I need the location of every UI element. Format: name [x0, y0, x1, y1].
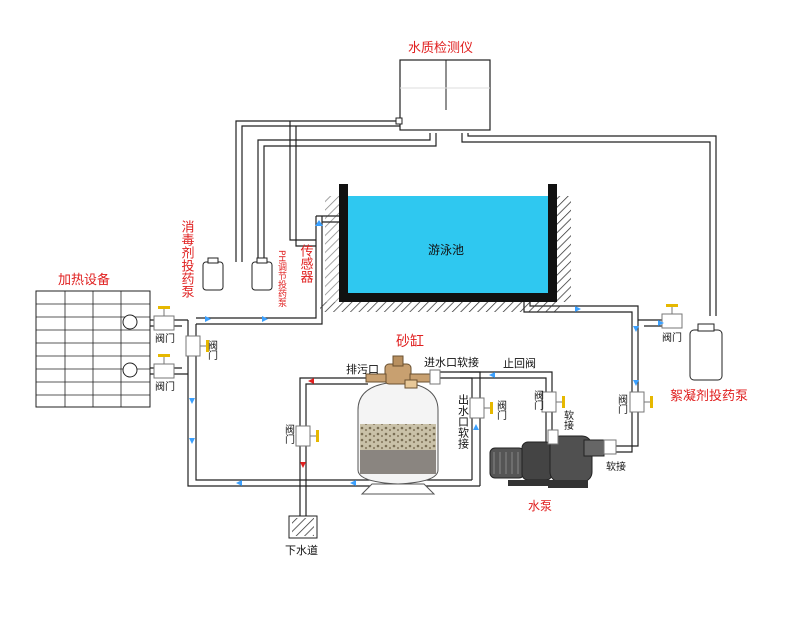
valve-label-bypass: 阀门 — [206, 339, 218, 361]
valve-label-drain: 阀门 — [283, 423, 295, 445]
flow-arrow — [189, 398, 195, 404]
valve-label-heater-bottom: 阀门 — [155, 380, 175, 393]
ph-pump-label: PH调节投药泵 — [276, 250, 287, 307]
valve-label-flocculant: 阀门 — [662, 331, 682, 344]
check-valve-label: 止回阀 — [503, 356, 536, 370]
valve-label-heater-top: 阀门 — [155, 332, 175, 345]
flow-arrows — [189, 220, 664, 486]
valve-bypass — [185, 335, 209, 357]
sand-filter-label: 砂缸 — [396, 333, 424, 350]
valves — [153, 304, 683, 455]
flow-arrow-drain — [308, 378, 314, 384]
flow-arrow-drain — [300, 462, 306, 468]
valve-label-pump-inlet: 阀门 — [532, 389, 544, 411]
ph-pump — [251, 257, 273, 291]
sewer — [288, 515, 318, 539]
valve-flocculant — [661, 304, 683, 329]
water-quality-monitor-label: 水质检测仪 — [408, 41, 473, 56]
water-pump-label: 水泵 — [528, 499, 552, 513]
disinfectant-pump-label: 消毒剂投药泵 — [179, 220, 195, 298]
flow-arrow — [315, 220, 323, 226]
flow-arrow — [236, 480, 242, 486]
swimming-pool — [320, 184, 571, 312]
flow-arrow — [189, 438, 195, 444]
valve-pump-inlet — [541, 391, 565, 413]
valve-label-filter-outlet: 阀门 — [495, 399, 507, 421]
valve-pump-outlet — [629, 391, 653, 413]
heating-equipment-label: 加热设备 — [58, 272, 110, 288]
flow-arrow — [205, 316, 211, 322]
valve-heater-top — [153, 306, 175, 331]
hose-label-pump-outlet: 软接 — [606, 460, 626, 473]
flow-arrow — [473, 424, 479, 430]
disinfectant-pump — [202, 257, 224, 291]
flow-arrow — [350, 480, 356, 486]
flow-arrow — [633, 380, 639, 386]
water-pump — [489, 435, 605, 488]
heating-equipment — [35, 290, 151, 408]
water-quality-monitor — [395, 59, 491, 131]
inlet-hose-label: 进水口软接 — [424, 355, 479, 369]
flocculant-pump-label: 絮凝剂投药泵 — [670, 388, 748, 404]
sewer-label: 下水道 — [285, 543, 318, 557]
valve-filter-outlet — [469, 397, 493, 419]
flow-arrow — [658, 320, 664, 326]
flow-arrow — [633, 326, 639, 332]
hose-joints — [429, 369, 617, 455]
flow-arrow — [262, 316, 268, 322]
flocculant-pump — [689, 323, 723, 381]
valve-heater-bottom — [153, 354, 175, 379]
outlet-hose-label: 出水口软接 — [457, 393, 470, 450]
flow-arrow — [575, 306, 581, 312]
hose-label-pump-inlet: 软接 — [562, 409, 574, 431]
sand-filter — [357, 355, 439, 495]
valve-label-pump-outlet: 阀门 — [616, 393, 628, 415]
valve-drain — [295, 425, 319, 447]
flow-arrow — [489, 372, 495, 378]
sensor-label: 传感器 — [298, 244, 314, 284]
drain-outlet-label: 排污口 — [346, 362, 379, 376]
swimming-pool-label: 游泳池 — [428, 243, 464, 257]
